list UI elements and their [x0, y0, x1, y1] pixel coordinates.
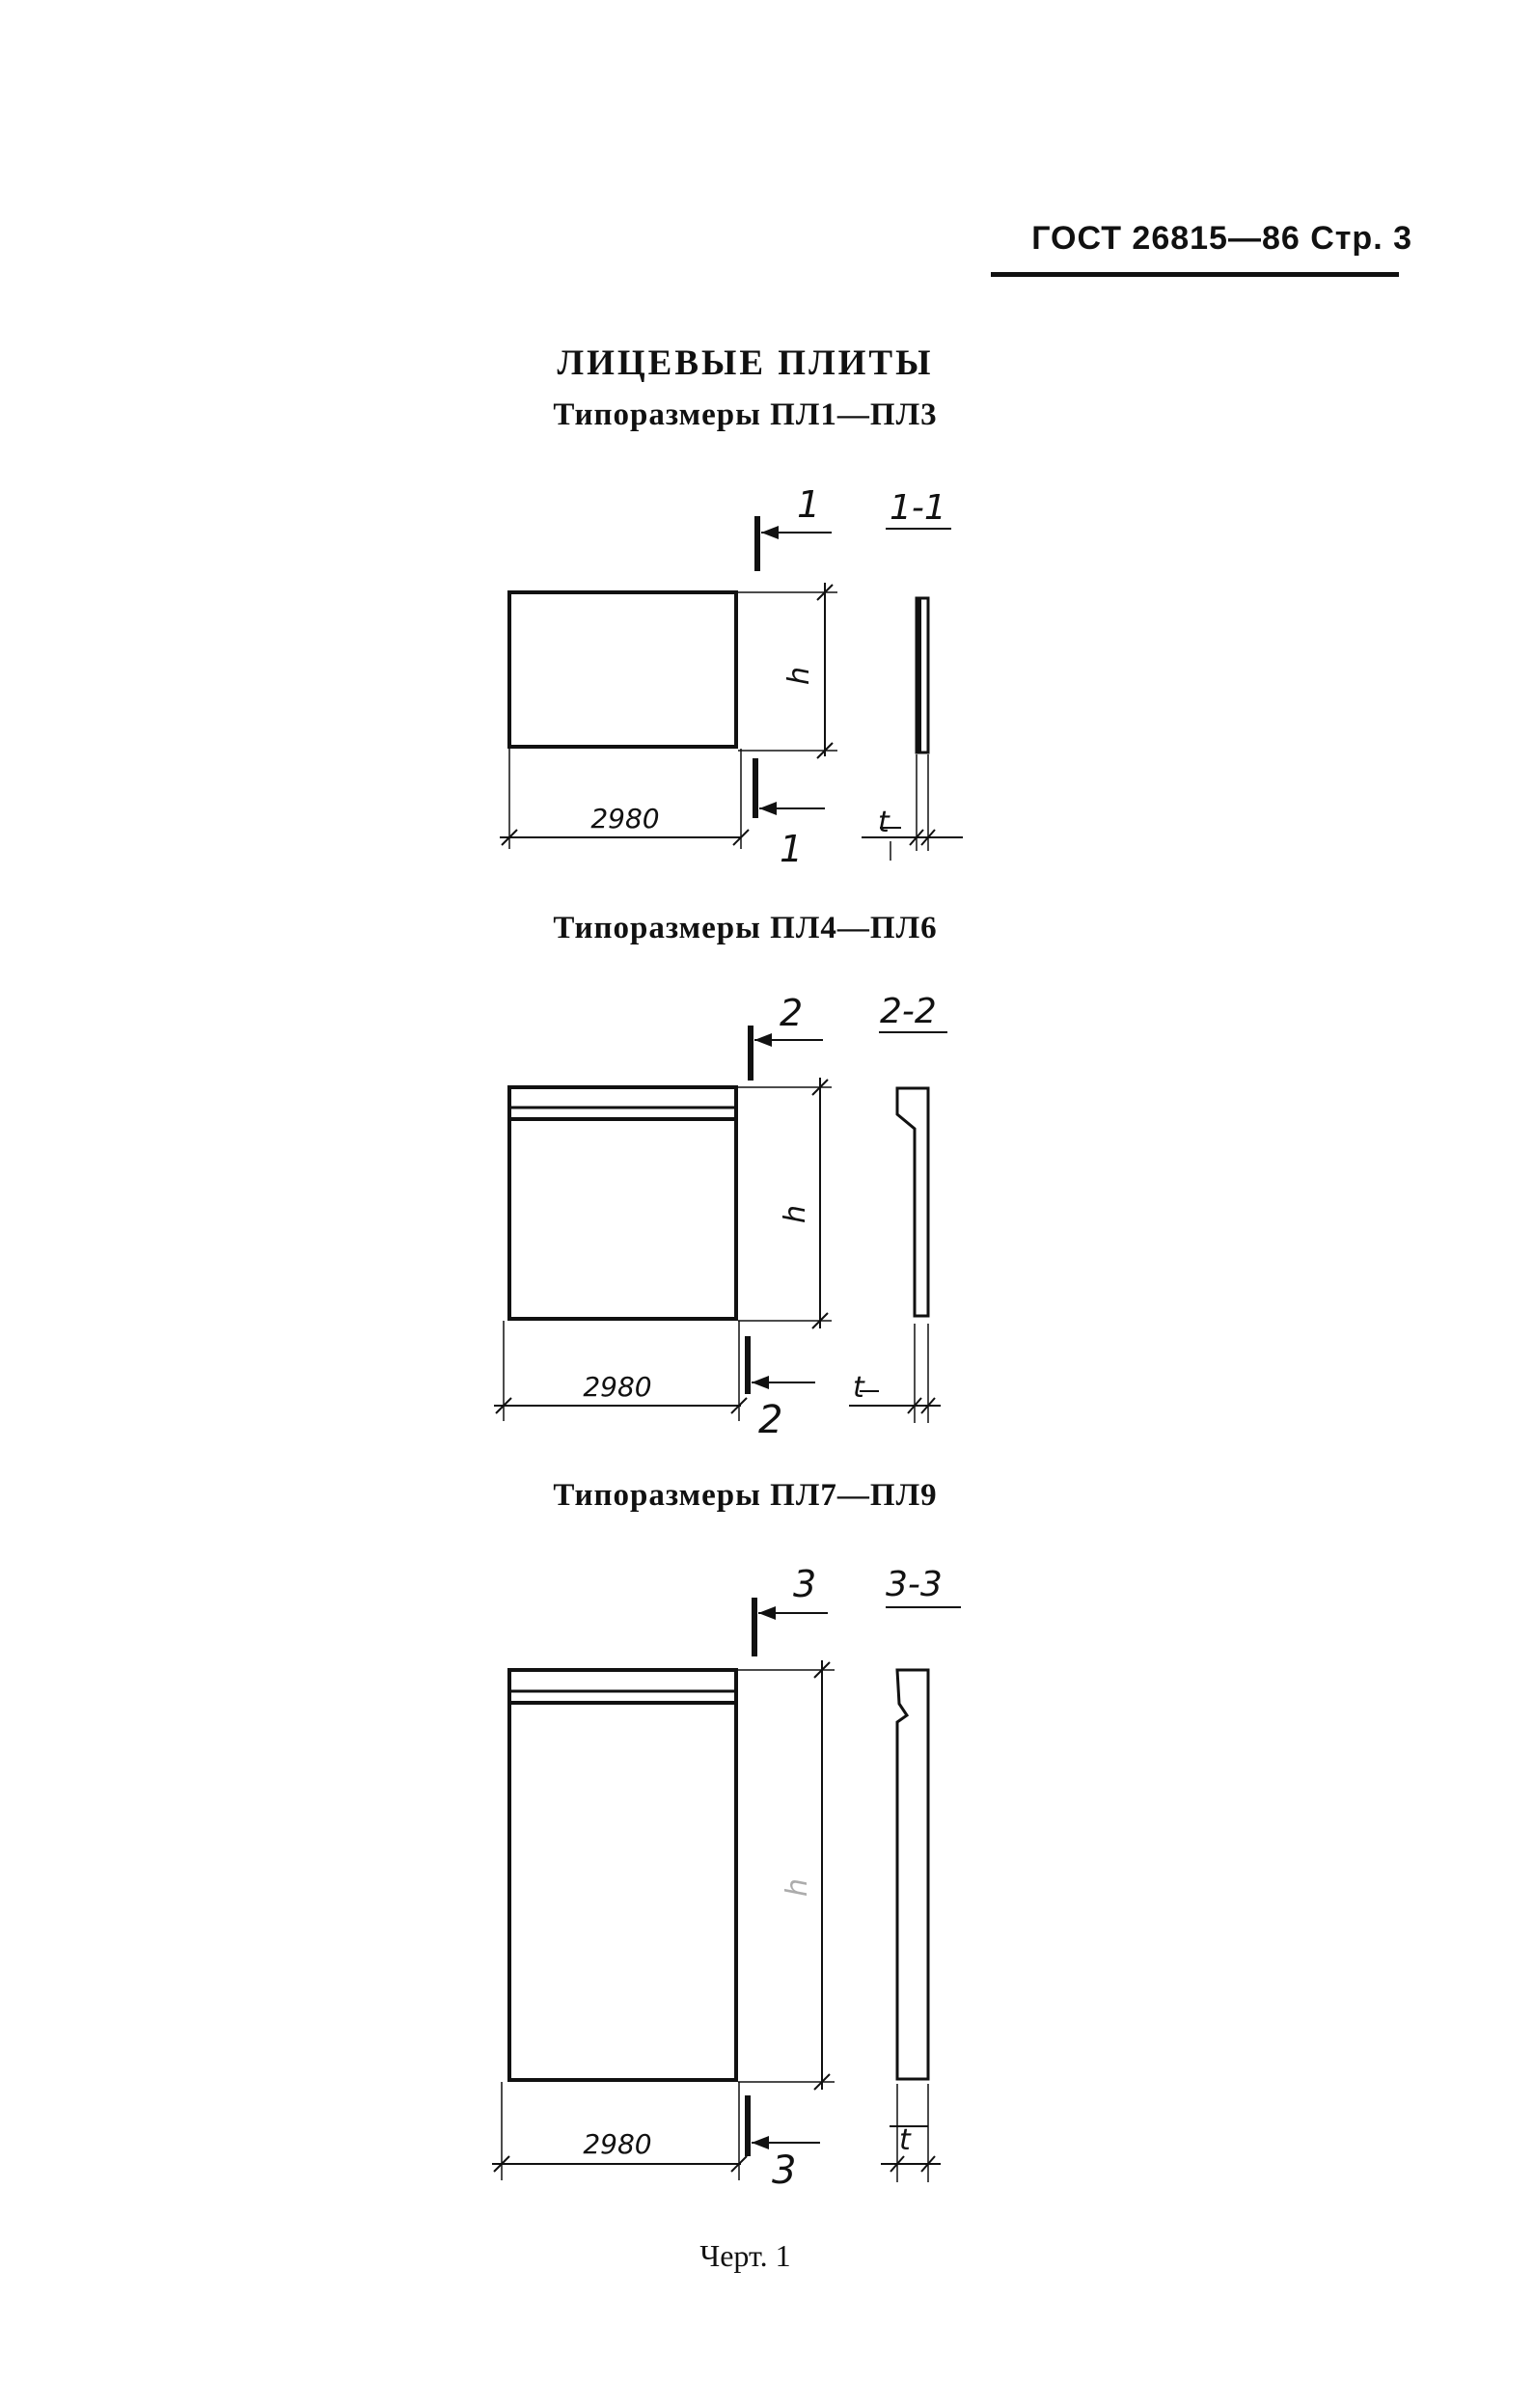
section-1-mark-label-top: 1	[797, 483, 820, 526]
panel-3-drawing	[492, 1598, 961, 2182]
section-3-mark-label-top: 3	[793, 1563, 816, 1605]
panel-3-section-profile	[895, 1668, 930, 2081]
panel-2-drawing	[494, 1026, 947, 1423]
section-2-arrow-bottom	[752, 1376, 769, 1389]
section-2-height-label: h	[779, 1205, 812, 1223]
section-2-width-label: 2980	[583, 1371, 651, 1403]
section-1-thickness-label: t	[878, 806, 890, 839]
section-2-cut-label: 2-2	[880, 992, 937, 1031]
section-1-subtitle: Типоразмеры ПЛ1—ПЛ3	[553, 397, 938, 432]
section-2-mark-label-bottom: 2	[758, 1398, 782, 1442]
section-3-arrow-top	[758, 1606, 776, 1620]
section-2-mark-label-top: 2	[780, 992, 803, 1034]
panel-2-front-view	[507, 1085, 738, 1321]
section-3-mark-label-bottom: 3	[772, 2148, 796, 2193]
header-rule	[991, 272, 1399, 277]
section-2-subtitle: Типоразмеры ПЛ4—ПЛ6	[553, 911, 938, 945]
section-2-thickness-label: t	[853, 1371, 865, 1405]
panel-3-front-view	[507, 1668, 738, 2082]
figure-caption: Черт. 1	[699, 2238, 791, 2273]
document-title: ЛИЦЕВЫЕ ПЛИТЫ	[557, 343, 934, 383]
page-header: ГОСТ 26815—86 Стр. 3	[1031, 220, 1412, 257]
section-1-mark-label-bottom: 1	[780, 828, 803, 870]
section-1-width-label: 2980	[590, 803, 659, 835]
panel-2-section-profile	[895, 1086, 930, 1318]
section-3-width-label: 2980	[583, 2128, 651, 2160]
section-1-arrow-top	[761, 526, 779, 539]
section-3-thickness-label: t	[899, 2123, 912, 2157]
section-3-arrow-bottom	[752, 2136, 769, 2149]
section-1-arrow-bottom	[759, 802, 777, 815]
section-1-height-label: h	[782, 667, 816, 685]
panel-1-front-view	[507, 590, 738, 749]
section-1-cut-label: 1-1	[890, 488, 946, 528]
section-2-arrow-top	[754, 1033, 772, 1047]
section-3-height-label: h	[781, 1878, 814, 1897]
panel-1-drawing	[500, 516, 963, 861]
section-3-cut-label: 3-3	[886, 1565, 943, 1604]
section-3-subtitle: Типоразмеры ПЛ7—ПЛ9	[553, 1478, 938, 1513]
